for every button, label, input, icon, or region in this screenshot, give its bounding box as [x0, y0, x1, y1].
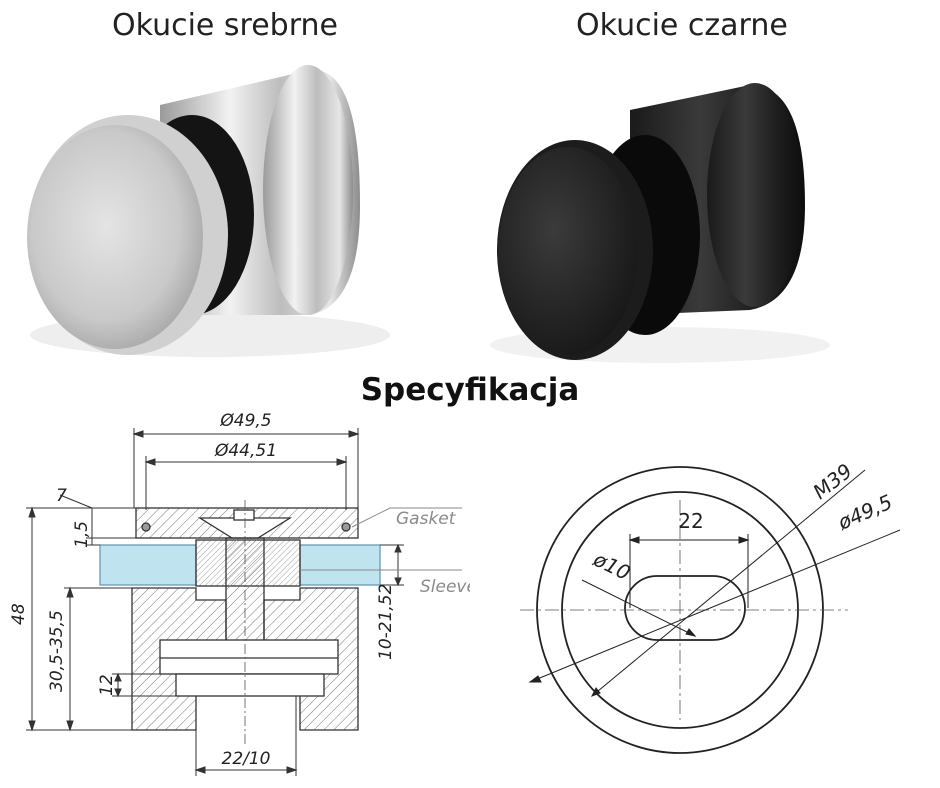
- label-sleeve: Sleeve: [420, 577, 470, 597]
- dim-total-height: 48: [9, 603, 29, 625]
- cross-section-drawing: Ø49,5 Ø44,51 48 30,5-35,5 7 1,5 12 10-21…: [9, 411, 470, 776]
- top-view-drawing: M39 ø49,5 22 ø10: [520, 459, 901, 754]
- dim-body-height: 30,5-35,5: [47, 610, 67, 692]
- dim-inner-diameter: Ø44,51: [214, 441, 277, 461]
- caption-silver: Okucie srebrne: [112, 8, 338, 43]
- dim-outer-diameter: Ø49,5: [219, 411, 271, 431]
- dim-gap: 1,5: [72, 521, 92, 548]
- dim-base: 22/10: [222, 749, 271, 769]
- dim-thread-height: 12: [97, 674, 117, 696]
- caption-black: Okucie czarne: [576, 8, 788, 43]
- dim-glass-range: 10-21,52: [376, 584, 396, 660]
- black-fitting-image: [490, 83, 830, 363]
- silver-fitting-image: [27, 65, 390, 357]
- section-title: Specyfikacja: [360, 372, 580, 408]
- label-gasket: Gasket: [396, 509, 457, 529]
- dim-slot-length: 22: [678, 509, 703, 533]
- dim-outer-diameter-top: ø49,5: [833, 490, 896, 535]
- dim-cap-height: 7: [56, 486, 67, 506]
- dim-slot-width: ø10: [589, 546, 634, 585]
